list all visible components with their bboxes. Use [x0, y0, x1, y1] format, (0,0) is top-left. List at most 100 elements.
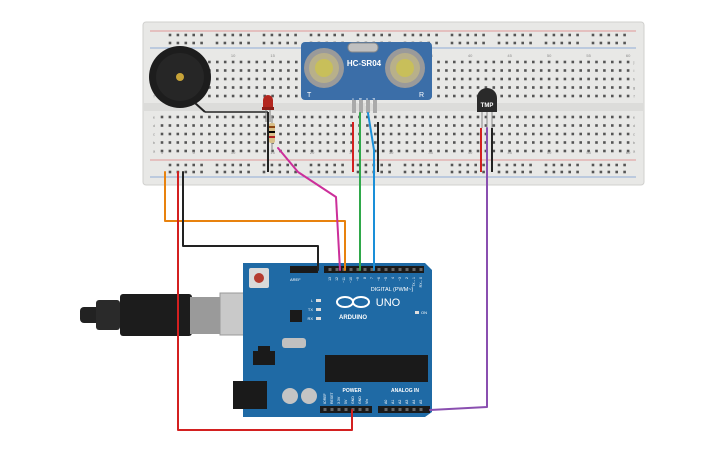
digital-pin-label: TX→1: [412, 277, 416, 287]
column-number-bottom: 1: [161, 150, 164, 155]
column-number-top: 60: [626, 53, 631, 58]
power-header-label: POWER: [343, 388, 362, 394]
sensor-r-mark: R: [419, 92, 424, 99]
digital-header-pin[interactable]: [328, 268, 332, 271]
wire-magenta-led: [277, 147, 341, 271]
digital-pin-label: ~5: [384, 277, 388, 281]
digital-header-pin[interactable]: [370, 268, 374, 271]
column-number-bottom: 50: [547, 150, 552, 155]
column-number-top: 15: [270, 53, 275, 58]
breadboard-power-rails: [150, 30, 636, 178]
arduino-model: UNO: [376, 297, 401, 309]
aref-label: AREF: [290, 277, 301, 282]
digital-header-pin[interactable]: [405, 268, 409, 271]
row-letter-right: g: [633, 85, 635, 90]
digital-pin-label: 7: [370, 277, 374, 279]
column-number-bottom: 35: [428, 150, 433, 155]
board-led: [316, 308, 321, 311]
digital-header-pin[interactable]: [356, 268, 360, 271]
power-header-pin[interactable]: [323, 408, 327, 411]
row-letter-left: e: [153, 115, 156, 120]
digital-header-pin[interactable]: [419, 268, 423, 271]
digital-header-pin[interactable]: [335, 268, 339, 271]
digital-pin-label: 2: [405, 277, 409, 279]
breadboard-holes: [160, 33, 630, 174]
analog-pin-label: A4: [412, 400, 416, 404]
digital-header-pin[interactable]: [412, 268, 416, 271]
power-header-pin[interactable]: [337, 408, 341, 411]
red-led[interactable]: [262, 95, 274, 122]
power-header-pin[interactable]: [351, 408, 355, 411]
digital-pin-label: RX←0: [419, 277, 423, 287]
column-number-top: 50: [547, 53, 552, 58]
tmp-label: TMP: [481, 103, 494, 109]
ultrasonic-sensor-hcsr04[interactable]: HC-SR04 T R VccTrigEchoGnd: [301, 42, 432, 113]
analog-header-pin[interactable]: [384, 408, 388, 411]
row-letter-left: f: [153, 94, 155, 99]
sensor-t-mark: T: [307, 92, 312, 99]
temperature-sensor-tmp[interactable]: TMP: [477, 88, 497, 128]
row-letter-right: h: [633, 77, 635, 82]
row-letter-left: b: [153, 140, 156, 145]
column-number-top: 40: [468, 53, 473, 58]
digital-header-pin[interactable]: [384, 268, 388, 271]
power-header-pin[interactable]: [330, 408, 334, 411]
power-pin-label: Vin: [365, 399, 369, 404]
resistor[interactable]: [269, 115, 275, 150]
column-number-top: 10: [231, 53, 236, 58]
row-letter-left: d: [153, 123, 155, 128]
analog-pin-label: A0: [384, 400, 388, 404]
column-number-bottom: 60: [626, 150, 631, 155]
board-led-label: TX: [308, 307, 313, 312]
digital-header-pin[interactable]: [398, 268, 402, 271]
power-header-pin[interactable]: [365, 408, 369, 411]
column-number-top: 55: [586, 53, 591, 58]
column-number-bottom: 5: [192, 150, 195, 155]
analog-header-pin[interactable]: [405, 408, 409, 411]
row-letter-right: b: [633, 140, 636, 145]
analog-header-pin[interactable]: [391, 408, 395, 411]
digital-pin-label: ~11: [342, 277, 346, 283]
wire-orange-buzzer: [164, 171, 346, 271]
column-number-top: 45: [507, 53, 512, 58]
power-pin-label: RESET: [330, 391, 334, 404]
wire-red-5v: [177, 171, 353, 431]
row-letter-left: a: [153, 149, 156, 154]
analog-header-pin[interactable]: [398, 408, 402, 411]
analog-header-pin[interactable]: [412, 408, 416, 411]
column-number-bottom: 40: [468, 150, 473, 155]
digital-header-pin[interactable]: [377, 268, 381, 271]
board-led: [316, 317, 321, 320]
column-number-bottom: 55: [586, 150, 591, 155]
power-header-pin[interactable]: [344, 408, 348, 411]
digital-header-pin[interactable]: [391, 268, 395, 271]
power-pin-label: GND: [358, 396, 362, 404]
digital-header-pin[interactable]: [363, 268, 367, 271]
wire-blue-echo: [367, 112, 375, 271]
analog-header-pin[interactable]: [419, 408, 423, 411]
wire-purple-tmp: [429, 127, 488, 411]
digital-pin-label: ~10: [349, 277, 353, 283]
on-led-label: ON: [421, 310, 427, 315]
column-number-bottom: 20: [310, 150, 315, 155]
power-pin-label: GND: [351, 396, 355, 404]
digital-header-pin[interactable]: [349, 268, 353, 271]
piezo-buzzer[interactable]: [149, 46, 268, 113]
digital-pin-label: 4: [391, 277, 395, 279]
arduino-brand: ARDUINO: [339, 315, 367, 321]
digital-pin-label: ~3: [398, 277, 402, 281]
row-letter-right: d: [633, 123, 635, 128]
board-led: [316, 299, 321, 302]
column-number-bottom: 45: [507, 150, 512, 155]
arduino-logo: [336, 296, 370, 308]
analog-pin-label: A2: [398, 400, 402, 404]
row-letter-left: c: [153, 132, 155, 137]
power-header-pin[interactable]: [358, 408, 362, 411]
row-letter-right: c: [633, 132, 635, 137]
analog-pin-label: A1: [391, 400, 395, 404]
